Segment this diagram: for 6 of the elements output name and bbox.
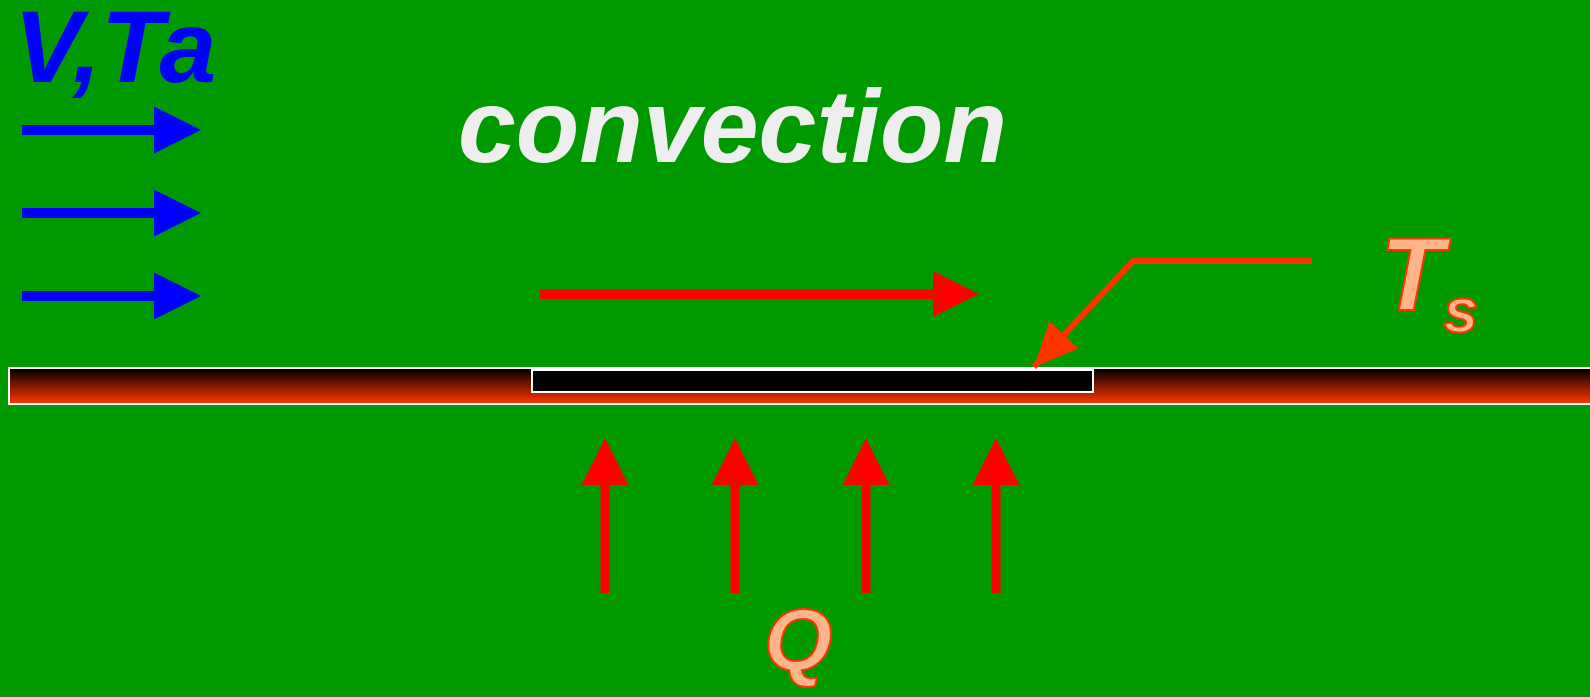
symbol-label: T$_{s}$ bbox=[1380, 222, 1479, 343]
heater-strip bbox=[531, 369, 1094, 393]
symbol-label: convection bbox=[458, 74, 1007, 178]
heated-plate bbox=[8, 367, 1590, 405]
leader-arrow bbox=[1031, 258, 1312, 370]
symbol-label: V,Ta bbox=[14, 0, 217, 98]
